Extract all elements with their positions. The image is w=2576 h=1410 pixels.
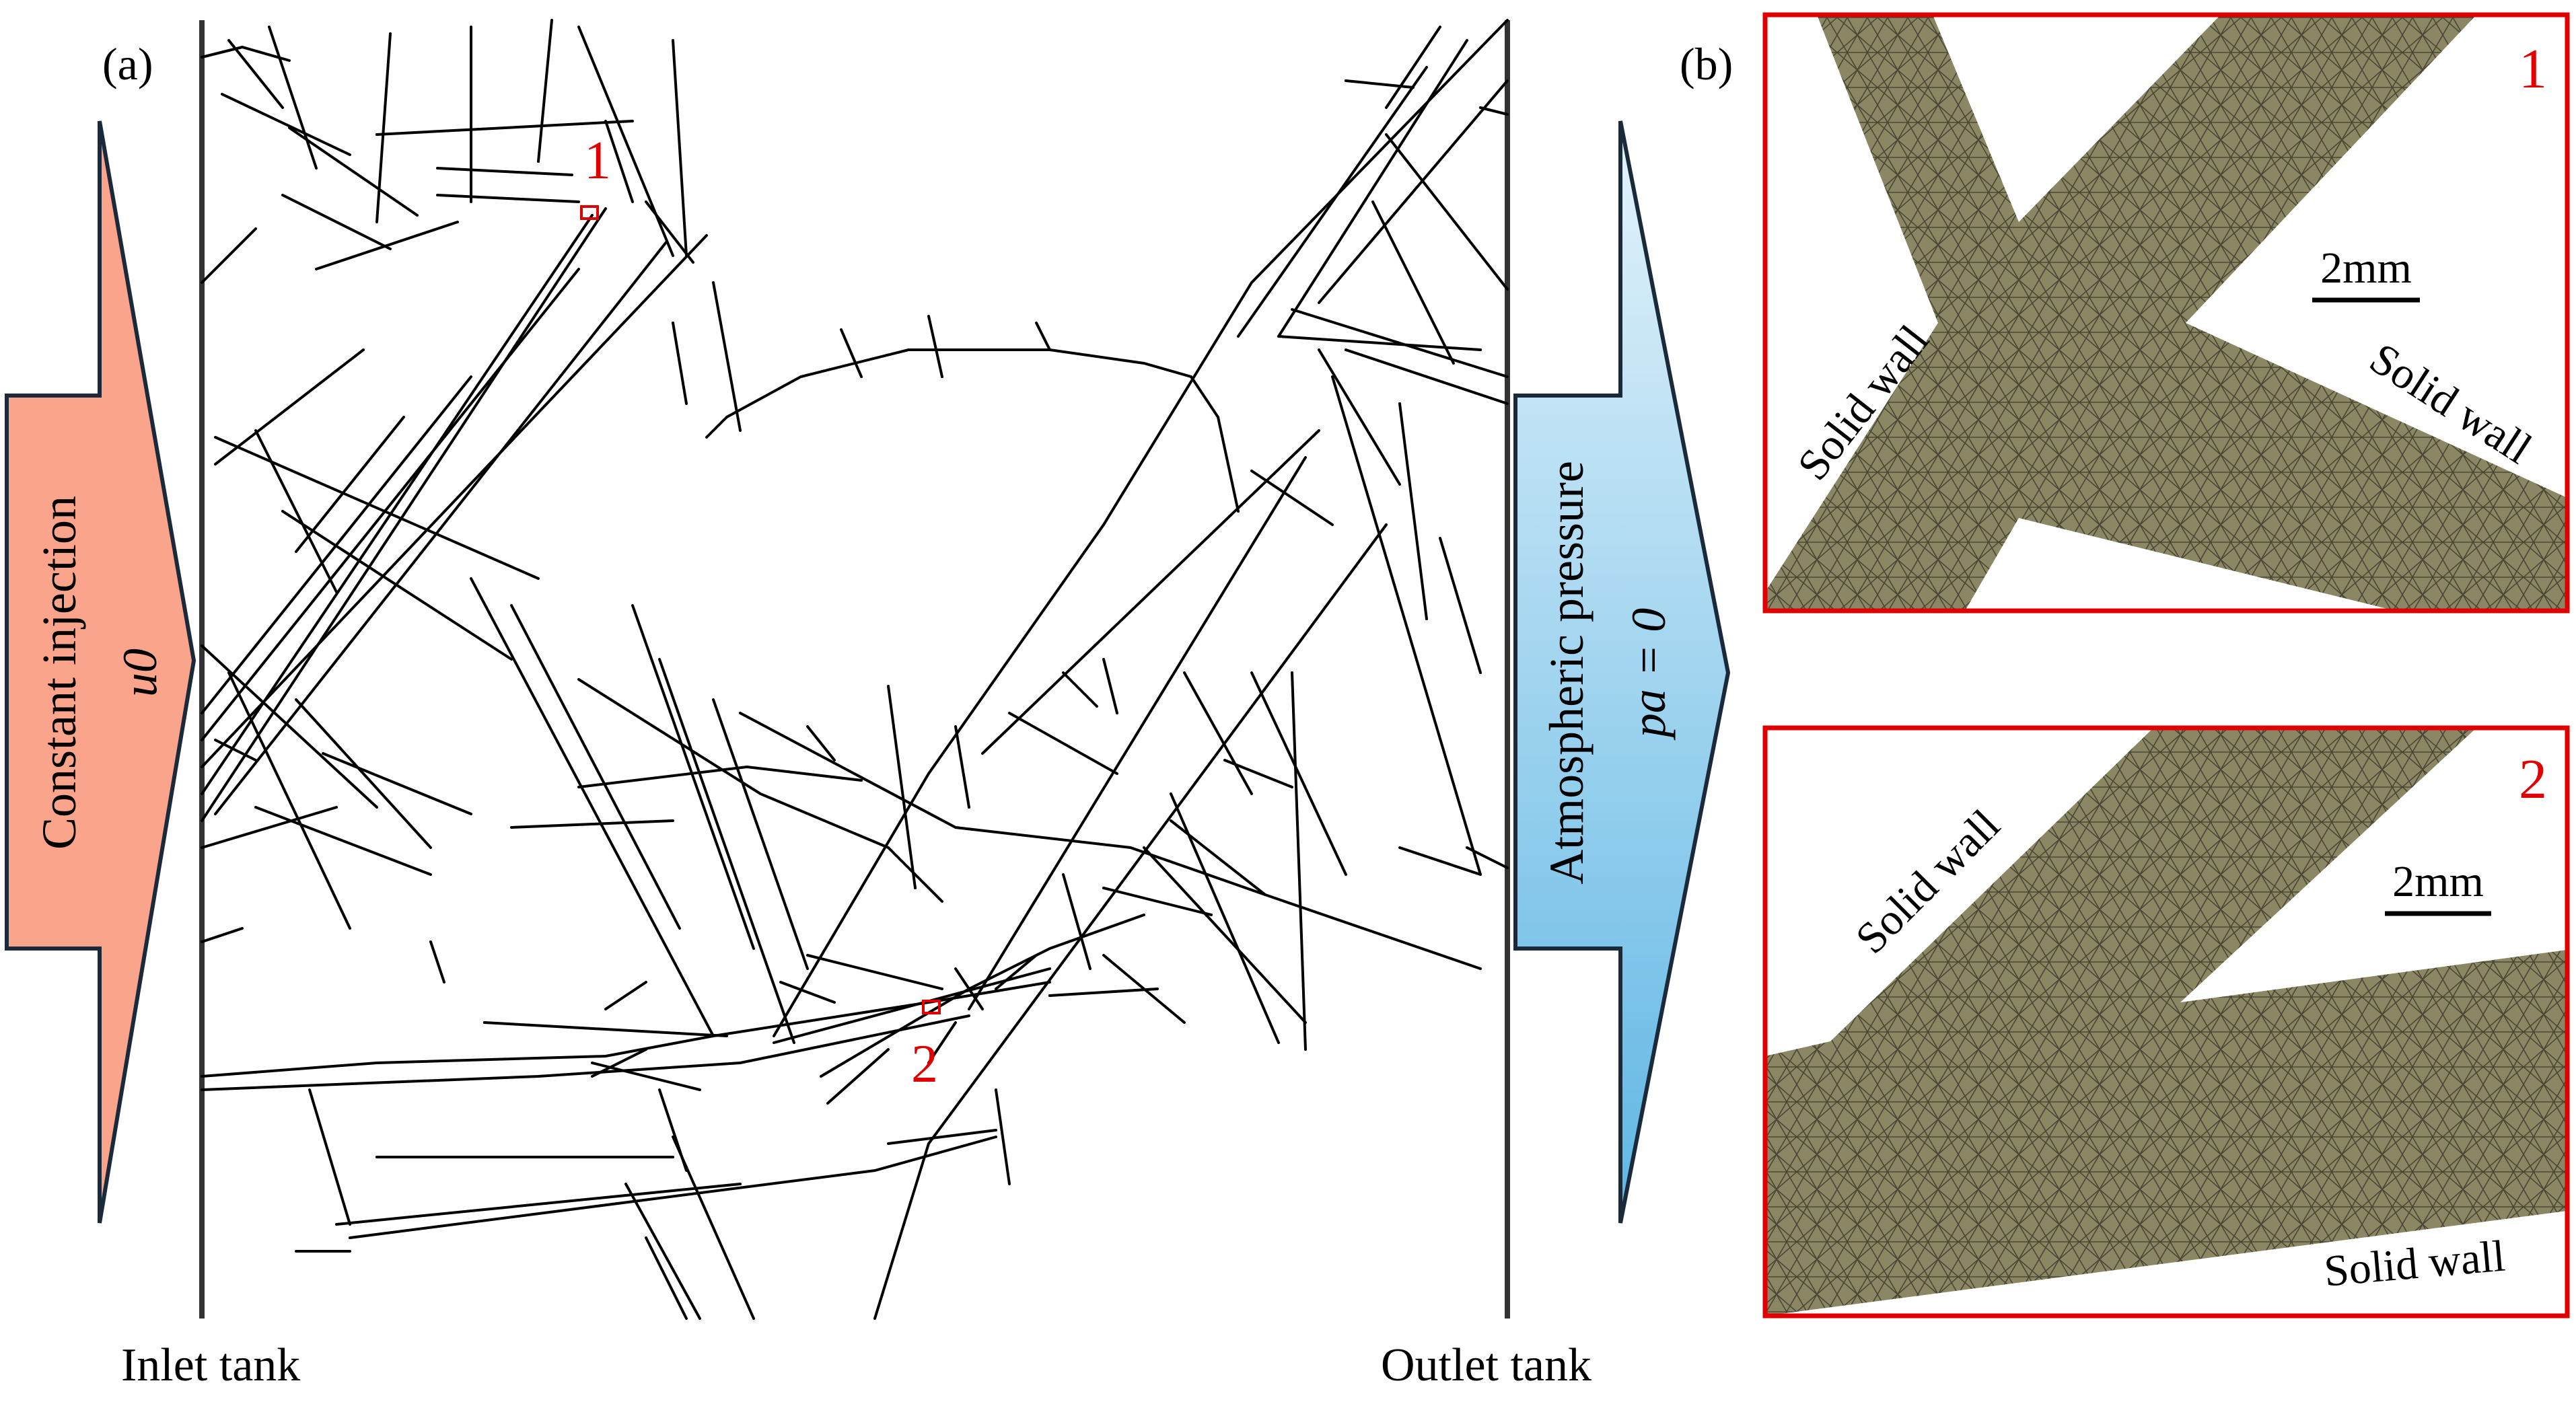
marker-1-box [580, 205, 599, 220]
pressure-label: Atmospheric pressure [1540, 461, 1594, 885]
injection-label: Constant injection [32, 496, 86, 850]
pressure-value: pa = 0 [1622, 608, 1676, 741]
inset-2: 2 2mm Solid wall Solid wall [1762, 725, 2570, 1319]
panel-a-label: (a) [102, 38, 153, 89]
inset-1: 1 2mm Solid wall Solid wall [1762, 12, 2570, 614]
pressure-arrow [1513, 120, 1731, 1224]
marker-2-box [922, 1000, 941, 1014]
inset-2-wall-bottom: Solid wall [2322, 1231, 2507, 1296]
inset-2-number: 2 [2519, 748, 2547, 811]
injection-arrow [5, 120, 196, 1224]
inset-1-mesh [1765, 15, 2567, 611]
inset-2-scale-label: 2mm [2392, 857, 2484, 906]
inset-2-mesh [1765, 728, 2567, 1316]
inlet-tank-label: Inlet tank [121, 1339, 300, 1391]
marker-2-number: 2 [911, 1035, 938, 1094]
injection-velocity-symbol: u0 [113, 648, 167, 697]
inset-1-scale-label: 2mm [2320, 244, 2412, 293]
fracture-network [201, 19, 1509, 1320]
inset-1-number: 1 [2519, 38, 2547, 100]
panel-b-label: (b) [1680, 38, 1733, 89]
outlet-tank-label: Outlet tank [1381, 1339, 1591, 1391]
marker-1-number: 1 [584, 131, 611, 190]
